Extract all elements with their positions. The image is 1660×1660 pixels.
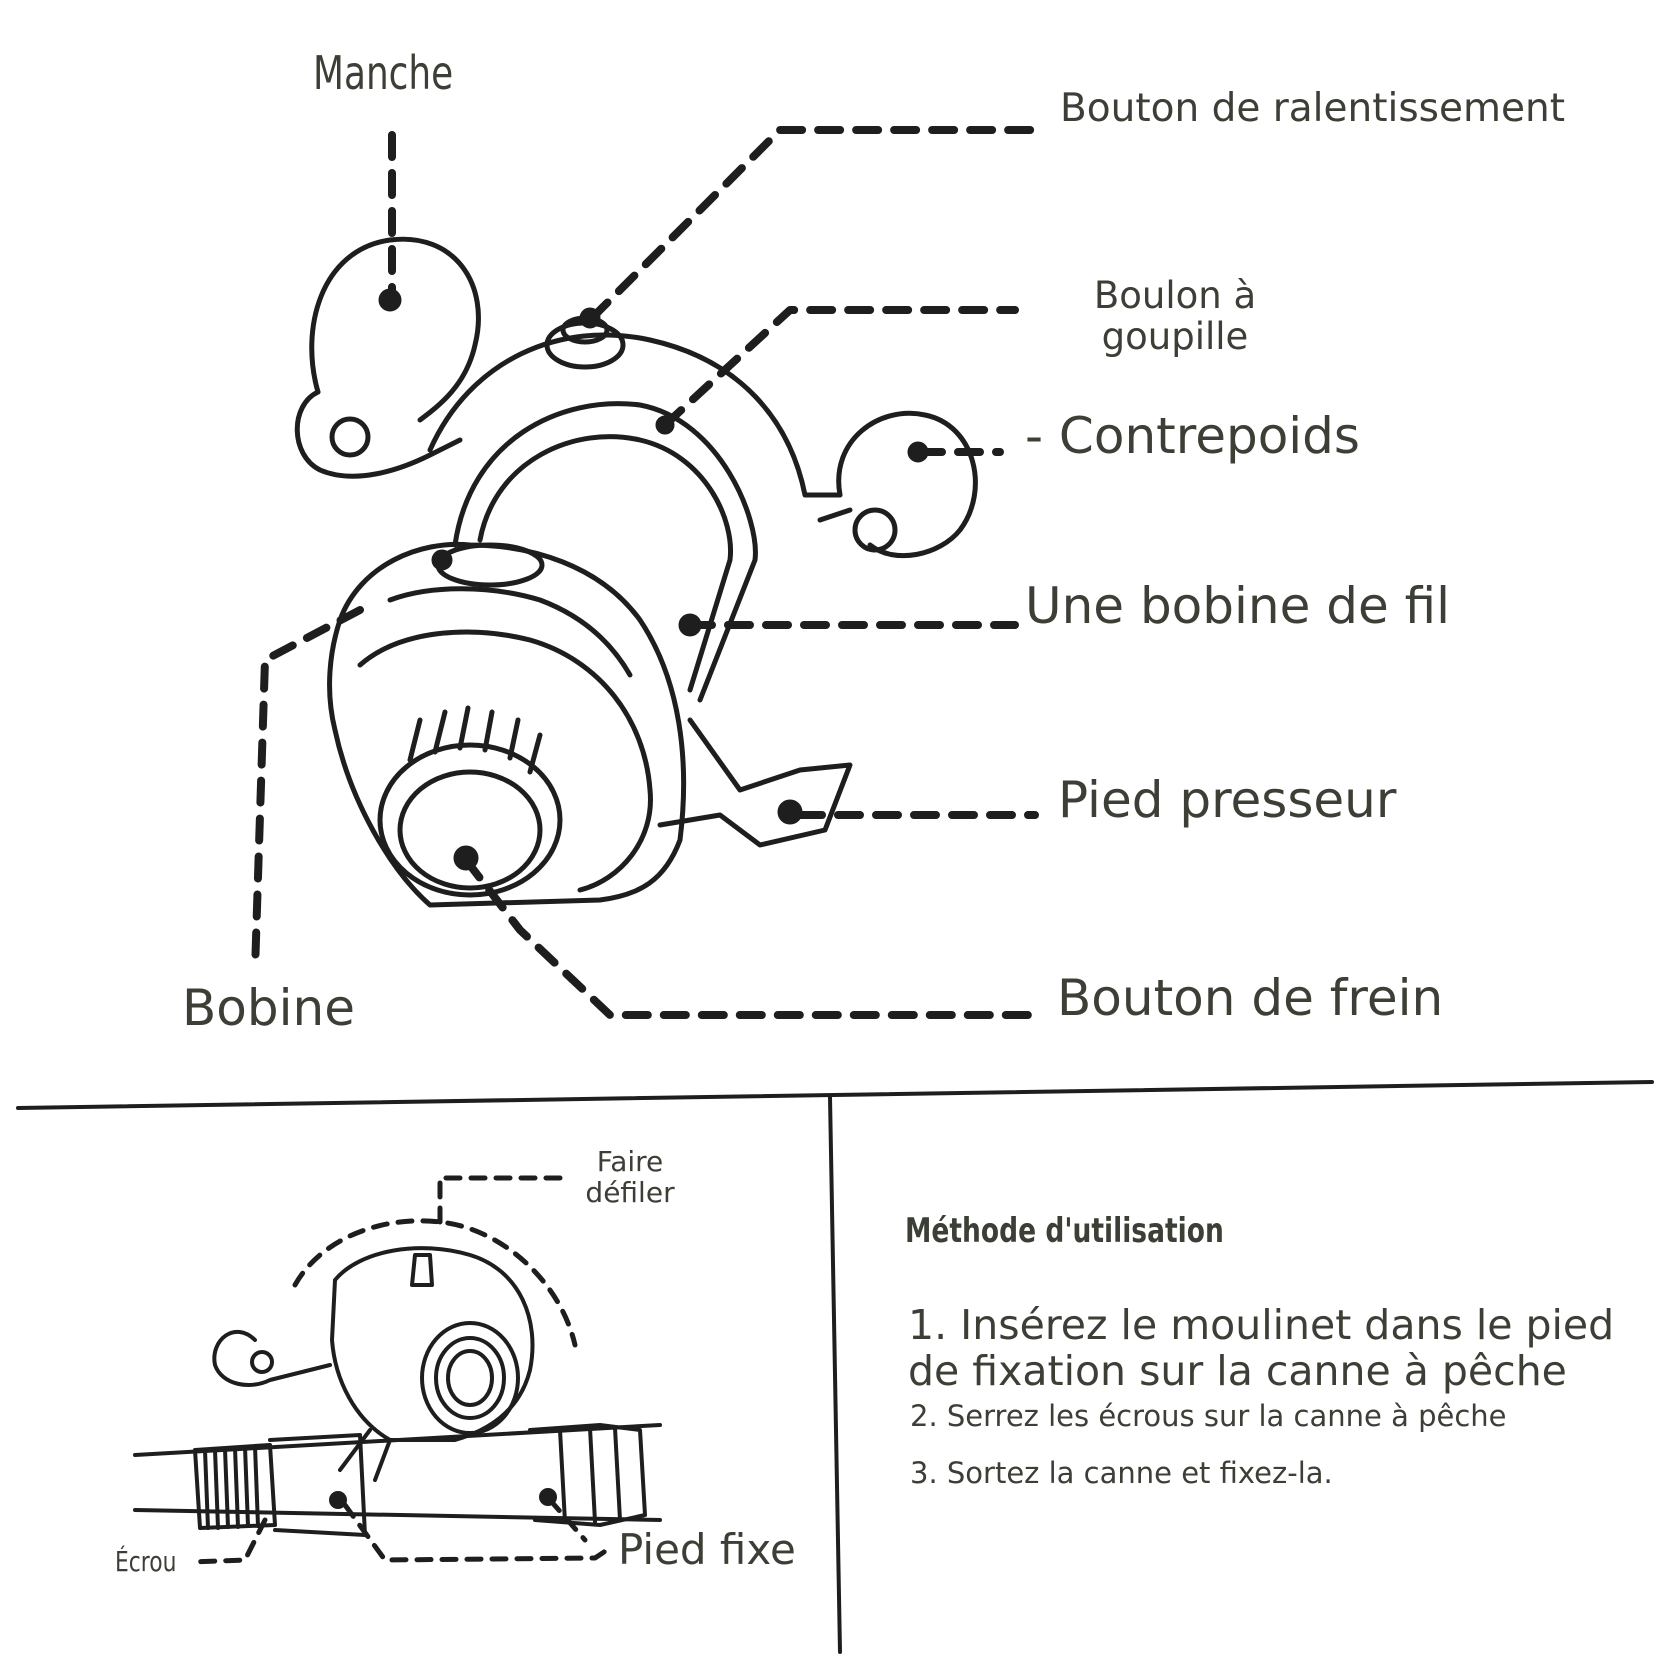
handle-arm-hole [329, 416, 371, 458]
handle-knob [309, 236, 481, 423]
leader-ralentissement [588, 126, 1044, 322]
horizontal-divider [16, 1080, 1654, 1110]
small-reel-body [330, 1246, 535, 1442]
label-faire-defiler: Faire défiler [585, 1145, 675, 1210]
fishing-reel-illustration [294, 236, 978, 908]
handle-arm [294, 389, 463, 479]
drag-knob-outer [377, 742, 563, 898]
spool-rim [357, 629, 653, 893]
frame-inner [452, 401, 758, 703]
label-pied-presseur: Pied presseur [1058, 771, 1397, 829]
label-boulon-goupille: Boulon à goupille [1093, 274, 1257, 359]
leader-defiler [437, 1175, 573, 1225]
label-bouton-ralentissement: Bouton de ralentissement [1060, 86, 1565, 131]
small-reel-arm [212, 1329, 332, 1387]
label-bobine: Bobine [182, 979, 355, 1037]
instruction-step-2: 2. Serrez les écrous sur la canne à pêch… [910, 1399, 1507, 1433]
leader-defiler-arc [292, 1218, 578, 1348]
mounted-reel-illustration [133, 1246, 662, 1537]
frame-outer [427, 332, 843, 498]
instructions-title: Méthode d'utilisation [905, 1211, 1224, 1251]
slowdown-knob [544, 320, 626, 370]
top-leader-lines [251, 126, 1044, 1019]
instruction-step-3: 3. Sortez la canne et fixez-la. [910, 1456, 1333, 1490]
leader-pied-fixe [342, 1497, 613, 1563]
leader-boulon [661, 306, 1019, 429]
frame-inner-2 [477, 434, 734, 693]
panel-dividers [16, 1080, 1654, 1654]
bottom-leader-lines [187, 1175, 613, 1565]
spool-center-ring [435, 542, 545, 588]
label-pied-fixe: Pied fixe [618, 1525, 796, 1574]
drag-knob-inner [397, 769, 543, 891]
handle-pivot [378, 288, 402, 312]
instruction-step-1: 1. Insérez le moulinet dans le pied de f… [908, 1301, 1615, 1396]
small-reel-drag [420, 1321, 520, 1435]
leader-frein [462, 856, 1044, 1019]
vertical-divider [828, 1095, 842, 1654]
label-contrepoids: - Contrepoids [1025, 407, 1360, 465]
label-manche: Manche [313, 46, 454, 100]
fixed-foot [268, 1433, 367, 1537]
label-bouton-frein: Bouton de frein [1057, 969, 1444, 1027]
label-ecrou: Écrou [115, 1545, 177, 1578]
counterweight [836, 410, 978, 559]
leader-bobine [251, 606, 364, 974]
leader-ecrou [187, 1517, 268, 1565]
counterweight-hole [852, 507, 898, 553]
label-bobine-de-fil: Une bobine de fil [1025, 577, 1451, 635]
pressure-foot [657, 717, 853, 848]
